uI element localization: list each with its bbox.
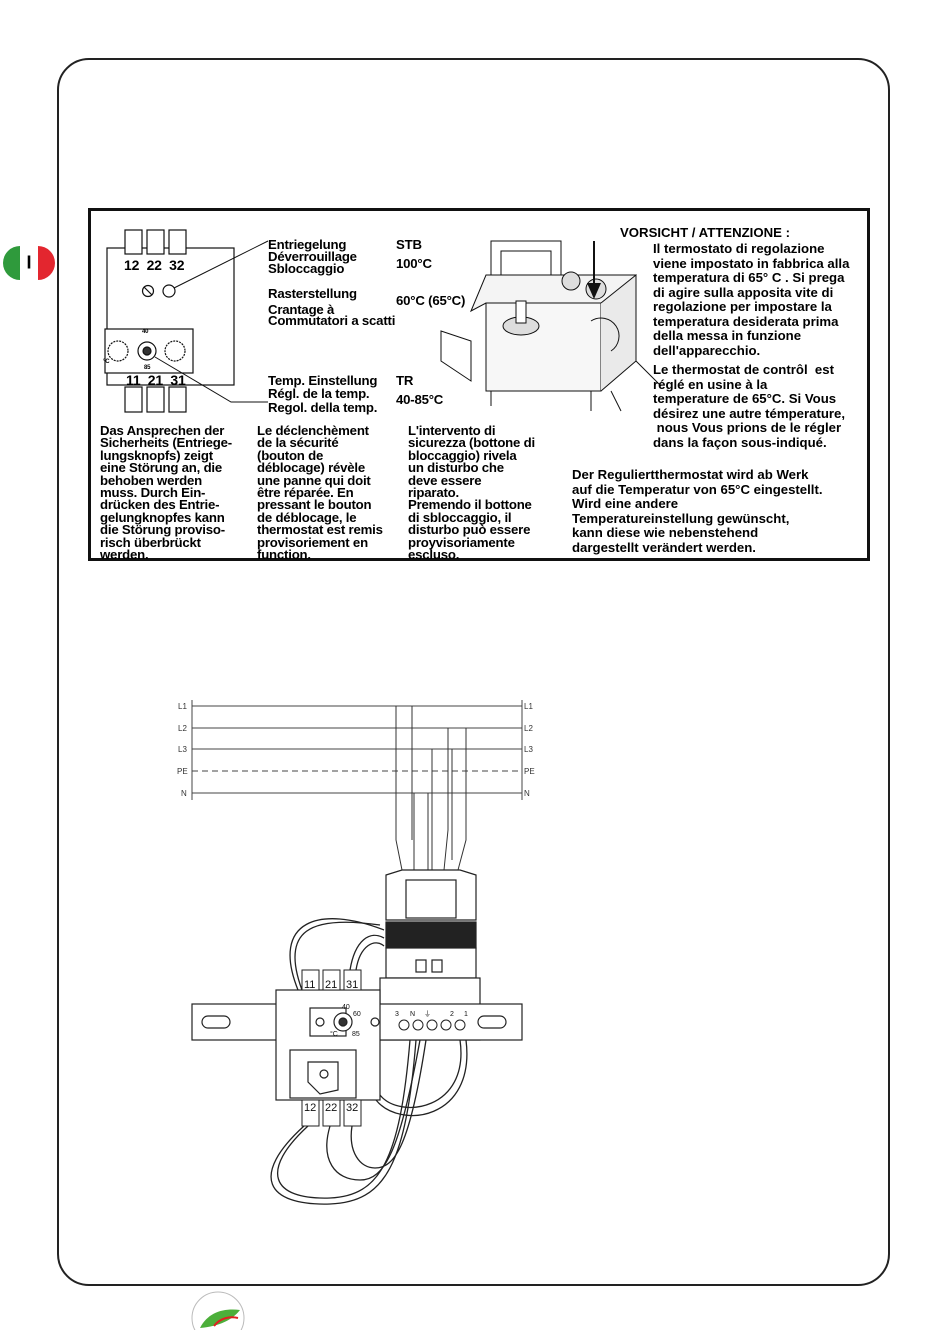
line-label-l1-right: L1	[524, 702, 533, 711]
wiring-dial-85: 85	[352, 1031, 360, 1038]
line-label-l1-left: L1	[178, 702, 187, 711]
temp-setting-label-it: Regol. della temp.	[268, 400, 378, 415]
line-label-l2-right: L2	[524, 724, 533, 733]
block-label-2: 2	[450, 1011, 454, 1018]
wiring-dial-unit: °C	[330, 1030, 338, 1038]
safety-note-it: L'intervento di sicurezza (bottone di bl…	[408, 423, 535, 563]
temp-setting-label-de: Temp. Einstellung	[268, 373, 378, 388]
block-label-3: 3	[395, 1011, 399, 1018]
detent-label-de: Rasterstellung	[268, 286, 357, 301]
caution-text-fr: Le thermostat de contrôl est réglé en us…	[653, 362, 846, 450]
unlock-label-it: Sbloccaggio	[268, 261, 345, 276]
temp-code: TR	[396, 373, 414, 388]
detent-value: 60°C (65°C)	[396, 293, 466, 308]
wiring-dial-60: 60	[353, 1011, 361, 1018]
caution-text-de: Der Reguliertthermostat wird ab Werk auf…	[572, 467, 823, 555]
block-label-1: 1	[464, 1011, 468, 1018]
line-label-l3-left: L3	[178, 745, 187, 754]
temp-range: 40-85°C	[396, 392, 444, 407]
line-label-l3-right: L3	[524, 745, 533, 754]
unlock-value: 100°C	[396, 256, 432, 271]
language-label: I	[26, 252, 32, 273]
wiring-diagram: L1 L2 L3 PE N L1 L2 L3 PE N	[177, 700, 535, 1205]
dial-top-mark: 40	[142, 329, 149, 335]
stb-terminals-bottom: 11 21 31	[126, 372, 186, 388]
safety-note-de: Das Ansprechen der Sicherheits (Entriege…	[100, 423, 232, 563]
dial-unit: °C	[103, 359, 110, 365]
dial-bottom-mark: 85	[144, 365, 151, 371]
block-label-earth: ⏚	[424, 1010, 431, 1018]
stb-terminals-top: 12 22 32	[124, 257, 185, 273]
italian-flag-icon: I	[3, 246, 55, 280]
unlock-label-de: Entriegelung	[268, 237, 347, 252]
line-label-l2-left: L2	[178, 724, 187, 733]
wiring-terminal-31: 31	[346, 979, 358, 991]
wiring-terminal-11: 11	[304, 979, 315, 991]
wiring-terminal-21: 21	[325, 979, 337, 991]
line-label-n-right: N	[524, 789, 530, 798]
line-label-n-left: N	[181, 789, 187, 798]
caution-text-it: Il termostato di regolazione viene impos…	[653, 241, 850, 358]
detent-label-it: Commutatori a scatti	[268, 313, 396, 328]
caution-title: VORSICHT / ATTENZIONE :	[620, 225, 790, 240]
unlock-label-fr: Déverrouillage	[268, 249, 357, 264]
wiring-dial-40: 40	[342, 1004, 350, 1011]
line-label-pe-right: PE	[524, 767, 535, 776]
thermostat-info-panel: 12 22 32 11 21 31 40 85 °C Entriegelung …	[88, 208, 870, 561]
line-label-pe-left: PE	[177, 767, 188, 776]
block-label-n: N	[410, 1011, 415, 1018]
unlock-code: STB	[396, 237, 422, 252]
wiring-terminal-22: 22	[325, 1102, 337, 1114]
wiring-terminal-32: 32	[346, 1102, 358, 1114]
detent-label-fr: Crantage à	[268, 302, 335, 317]
page-frame	[57, 58, 890, 1286]
wiring-terminal-12: 12	[304, 1102, 316, 1114]
safety-note-fr: Le déclenchèment de la sécurité (bouton …	[257, 423, 383, 563]
temp-setting-label-fr: Régl. de la temp.	[268, 386, 370, 401]
thermostat-illustration	[104, 229, 662, 413]
eco-leaf-logo-icon	[191, 1291, 245, 1330]
